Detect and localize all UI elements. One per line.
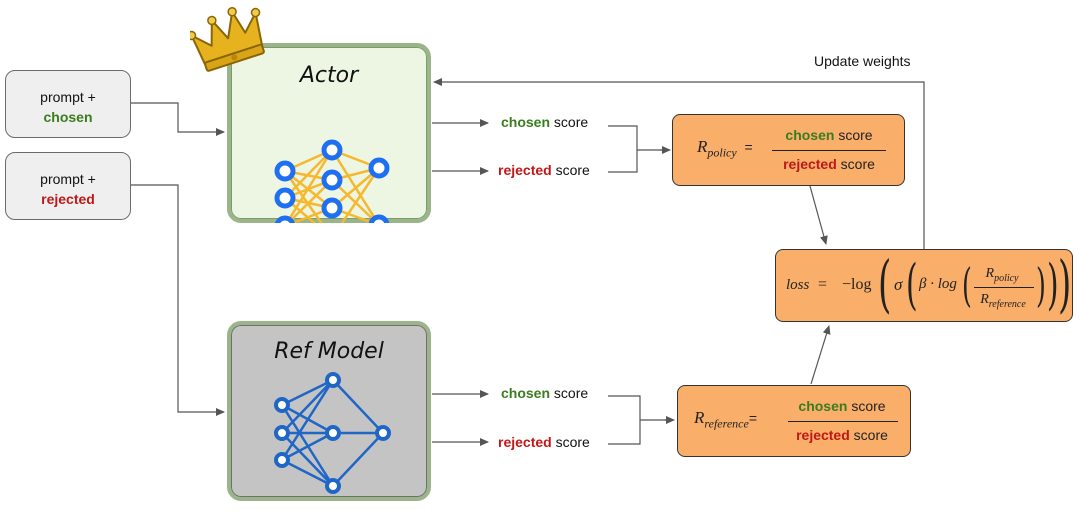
loss-den-sub: reference — [988, 298, 1026, 310]
actor-model-box: Actor — [227, 43, 431, 223]
input-prompt-rejected: prompt + rejected — [5, 152, 131, 220]
loss-beta-log: β · log — [919, 276, 957, 292]
policy-ratio-subscript: policy — [707, 145, 737, 160]
reference-ratio-equals: = — [748, 410, 757, 426]
policy-ratio-equals: = — [744, 139, 753, 155]
policy-ratio-box: Rpolicy = chosen score rejected score — [672, 114, 905, 186]
connector-rejected-input — [130, 184, 225, 416]
loss-den-symbol: R — [980, 292, 989, 307]
policy-ratio-numerator: chosen score — [769, 127, 889, 143]
reference-num-score: score — [851, 398, 886, 414]
policy-ratio-lhs: Rpolicy = — [697, 137, 753, 160]
loss-lhs: loss — [786, 277, 810, 293]
update-weights-label: Update weights — [814, 53, 911, 69]
loss-num-sub: policy — [994, 272, 1019, 284]
reference-ratio-denominator: rejected score — [784, 427, 900, 443]
loss-fraction-denominator: Rreference — [972, 290, 1034, 310]
actor-title: Actor — [299, 63, 359, 88]
ref-chosen-score: chosen score — [501, 385, 588, 401]
policy-ratio-symbol: R — [697, 137, 708, 156]
loss-num-symbol: R — [985, 266, 995, 281]
policy-ratio-denominator: rejected score — [769, 156, 889, 172]
actor-chosen-score-word: score — [553, 114, 589, 130]
reference-ratio-box: Rreference= chosen score rejected score — [677, 385, 911, 457]
reference-num-chosen: chosen — [798, 398, 848, 414]
ref-rejected-score-word: score — [555, 434, 590, 450]
paren-close-1: ) — [1058, 247, 1072, 320]
paren-open-2: ( — [906, 253, 918, 316]
reference-ratio-fraction-bar — [788, 421, 898, 422]
ref-chosen-score-word: score — [553, 385, 589, 401]
actor-network-icon — [274, 139, 390, 223]
policy-den-rejected: rejected — [783, 156, 837, 172]
input-rejected-line2: rejected — [41, 191, 95, 207]
loss-box: loss = −log ( σ ( β · log ( Rpolicy Rref… — [775, 247, 1073, 322]
crown-icon — [190, 7, 265, 72]
ref-rejected-word: rejected — [498, 434, 552, 450]
actor-rejected-word: rejected — [498, 162, 552, 178]
input-prompt-chosen: prompt + chosen — [5, 70, 131, 138]
paren-close-3: ) — [1036, 258, 1046, 312]
paren-open-1: ( — [878, 247, 892, 320]
ref-chosen-word: chosen — [501, 385, 551, 401]
input-chosen-line2: chosen — [43, 109, 93, 125]
policy-num-score: score — [838, 127, 873, 143]
input-rejected-line1: prompt + — [40, 171, 96, 187]
policy-den-score: score — [840, 156, 875, 172]
connector-reference-loss — [810, 325, 831, 385]
reference-ratio-symbol: R — [694, 408, 705, 427]
bracket-reference — [608, 395, 672, 445]
actor-rejected-score-word: score — [555, 162, 590, 178]
connector-chosen-input — [130, 102, 225, 136]
ref-model-box: Ref Model — [227, 321, 431, 501]
ref-network-icon — [274, 372, 391, 494]
reference-ratio-lhs: Rreference= — [694, 408, 757, 431]
ref-model-title: Ref Model — [274, 339, 384, 364]
actor-chosen-score: chosen score — [501, 114, 588, 130]
ref-rejected-score: rejected score — [498, 434, 590, 450]
reference-den-rejected: rejected — [796, 427, 850, 443]
paren-close-2: ) — [1047, 253, 1059, 316]
reference-den-score: score — [853, 427, 888, 443]
loss-fraction-bar — [974, 287, 1034, 288]
paren-open-3: ( — [962, 258, 972, 312]
bracket-policy — [608, 125, 668, 173]
loss-sigma: σ — [894, 275, 903, 294]
connector-policy-loss — [809, 185, 828, 245]
loss-equals: = — [818, 276, 828, 293]
input-chosen-line1: prompt + — [40, 89, 96, 105]
connector-update-weights — [433, 78, 925, 250]
reference-ratio-numerator: chosen score — [784, 398, 900, 414]
actor-rejected-score: rejected score — [498, 162, 590, 178]
policy-ratio-fraction-bar — [772, 150, 886, 151]
actor-chosen-word: chosen — [501, 114, 551, 130]
reference-ratio-subscript: reference — [704, 416, 749, 431]
policy-num-chosen: chosen — [785, 127, 835, 143]
loss-fraction-numerator: Rpolicy — [972, 264, 1032, 284]
loss-neg-log: −log — [842, 276, 872, 293]
